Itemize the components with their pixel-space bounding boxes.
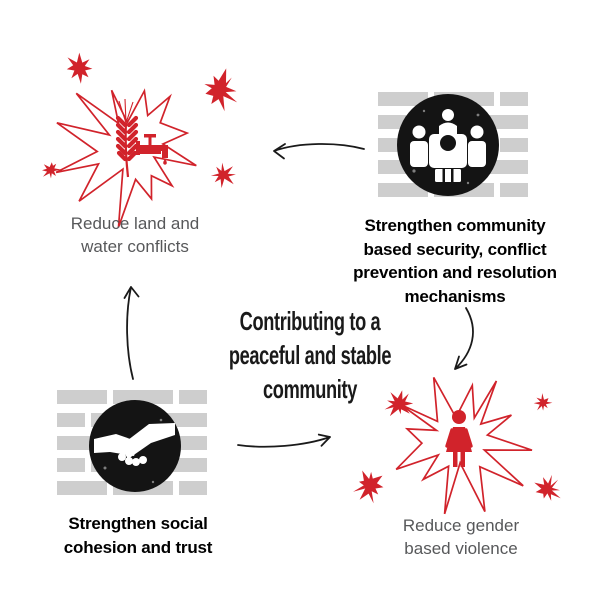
burst-shape <box>204 68 238 112</box>
label-community-security: Strengthen community based security, con… <box>335 214 575 308</box>
small-burst-icon <box>42 162 61 179</box>
burst-shape <box>210 162 236 189</box>
label-land-water-conflicts: Reduce land and water conflicts <box>40 212 230 258</box>
heading-line: peaceful and stable <box>228 340 392 370</box>
burst-shape <box>66 52 93 84</box>
heading-line: Contributing to a <box>239 306 381 336</box>
brick <box>57 390 107 404</box>
label-social-cohesion: Strengthen social cohesion and trust <box>33 512 243 559</box>
center-heading: Contributing to a peaceful and stable co… <box>219 304 401 406</box>
conflict-burst-large <box>395 376 533 515</box>
brick <box>57 481 107 496</box>
label-line: Strengthen social <box>68 514 208 533</box>
community-meeting-icon <box>410 109 486 182</box>
brick <box>378 160 406 175</box>
label-line: cohesion and trust <box>63 537 213 557</box>
water-tap-icon <box>136 134 168 165</box>
heading-line: community <box>263 374 357 404</box>
label-line: Reduce gender <box>402 516 520 535</box>
small-burst-icon <box>66 52 93 84</box>
label-line: water conflicts <box>81 237 189 256</box>
social-cohesion-badge <box>89 400 181 492</box>
small-burst-icon <box>353 470 384 504</box>
small-burst-icon <box>384 390 414 417</box>
wheat-and-water-tap-icon <box>115 98 168 178</box>
label-line: Strengthen community <box>364 216 546 235</box>
conflict-burst-large <box>55 88 197 228</box>
brick <box>378 183 428 198</box>
brick <box>57 458 85 473</box>
label-line: mechanisms <box>404 286 506 306</box>
brick <box>378 92 428 106</box>
brick <box>113 390 173 404</box>
arrow-cohesion-to-land-water <box>123 286 140 380</box>
brick <box>500 183 528 198</box>
small-burst-icon <box>210 162 236 189</box>
small-burst-icon <box>534 474 561 501</box>
burst-shape <box>42 162 61 179</box>
brick <box>179 435 207 450</box>
label-line: based violence <box>404 539 518 558</box>
label-line: based security, conflict <box>363 239 547 259</box>
burst-shape <box>534 474 561 501</box>
small-burst-icon <box>533 393 553 411</box>
arrow-cohesion-to-gender <box>237 433 331 448</box>
brick <box>500 137 528 152</box>
brick <box>378 114 406 129</box>
handshake-icon <box>94 423 175 466</box>
woman-figure-icon <box>445 410 473 467</box>
burst-shape <box>533 393 553 411</box>
community-security-badge <box>397 94 499 196</box>
label-line: Reduce land and <box>70 214 200 233</box>
burst-shape <box>384 390 414 417</box>
arrow-security-to-land-water <box>273 143 365 160</box>
label-gender-violence: Reduce gender based violence <box>371 514 551 560</box>
brick <box>500 92 528 106</box>
brick <box>179 481 207 496</box>
label-line: prevention and resolution <box>353 263 557 282</box>
brick <box>57 412 85 427</box>
small-burst-icon <box>204 68 238 112</box>
brick <box>179 390 207 404</box>
burst-shape <box>353 470 384 504</box>
